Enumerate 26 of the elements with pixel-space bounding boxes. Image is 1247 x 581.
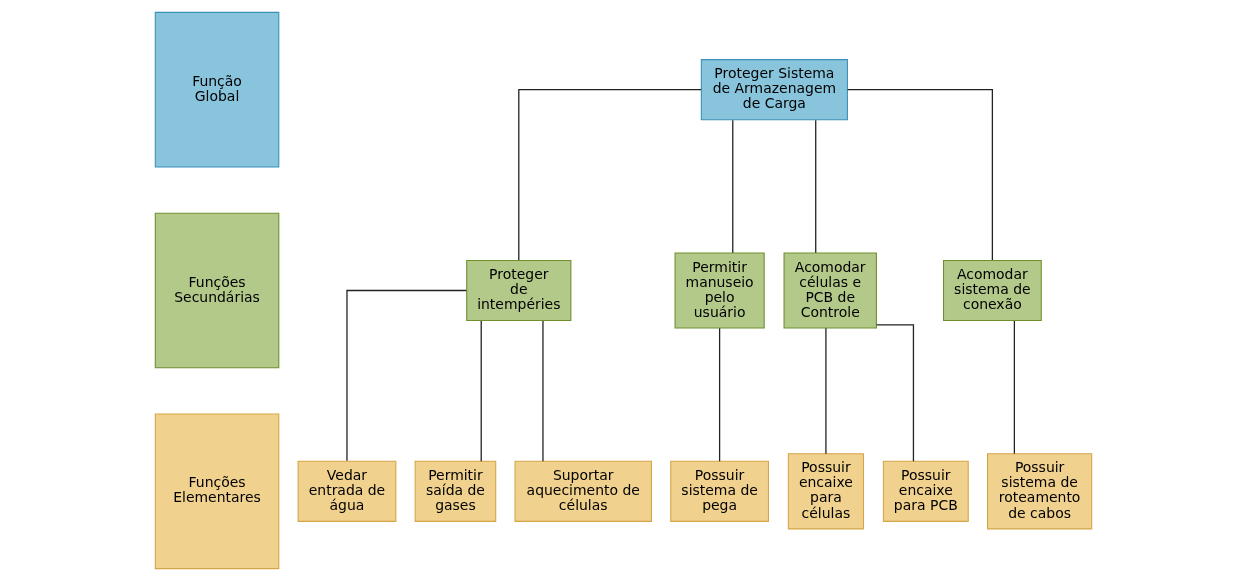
connector [846,89,993,261]
node-box: Acomodar células e PCB de Controle [783,252,877,329]
node-box: Possuir encaixe para PCB [882,460,969,522]
connector [346,289,467,462]
node-box: Possuir sistema de pega [670,460,769,522]
node-box: Função Global [154,11,280,168]
node-box: Suportar aquecimento de células [514,460,652,522]
node-box: Vedar entrada de água [297,460,397,522]
connector [542,320,544,462]
connector [732,119,734,254]
connector [518,89,702,261]
node-box: Permitir manuseio pelo usuário [674,252,765,329]
connector [480,320,482,462]
node-box: Acomodar sistema de conexão [942,259,1042,322]
node-box: Possuir encaixe para células [787,453,865,530]
connector [825,327,827,455]
connector [815,119,817,254]
node-box: Funções Secundárias [154,212,280,369]
node-box: Possuir sistema de roteamento de cabos [987,453,1093,530]
node-box: Funções Elementares [154,413,280,570]
connector [718,327,721,462]
connector [876,324,915,462]
node-box: Permitir saída de gases [414,460,497,522]
connector [1013,320,1016,455]
node-box: Proteger Sistema de Armazenagem de Carga [700,59,848,121]
node-box: Proteger de intempéries [466,259,572,322]
